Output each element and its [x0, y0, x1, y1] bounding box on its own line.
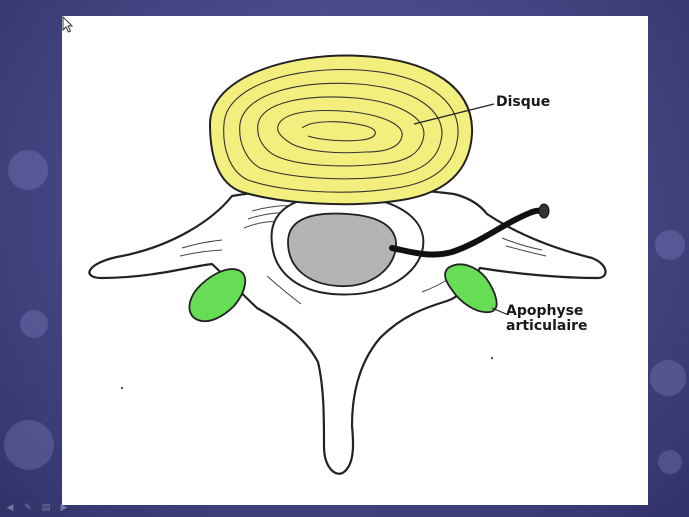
decorative-bubble: [658, 450, 682, 474]
vertebra-diagram: [88, 54, 607, 475]
label-articular-process: Apophyse articulaire: [506, 304, 588, 334]
slide-navigation: ◀ ✎ ▤ ▶: [4, 503, 70, 513]
disc-rings: [223, 68, 459, 193]
decorative-bubble: [4, 420, 54, 470]
arrow-left-icon[interactable]: ◀: [6, 503, 14, 513]
decorative-bubble: [655, 230, 685, 260]
arrow-right-icon[interactable]: ▶: [60, 503, 68, 513]
nerve-end: [538, 203, 550, 219]
articular-process-right: [444, 263, 498, 314]
label-articular-process-line2: articulaire: [506, 318, 588, 334]
diagram-canvas: Disque Apophyse articulaire: [62, 16, 648, 505]
intervertebral-disc: [208, 54, 474, 206]
vertebra-outline: [88, 187, 607, 475]
disc-leader-line: [413, 103, 495, 125]
decorative-bubble: [20, 310, 48, 338]
decorative-bubble: [650, 360, 686, 396]
menu-icon[interactable]: ▤: [41, 503, 51, 513]
speck: [120, 386, 124, 390]
label-articular-process-line1: Apophyse: [506, 303, 584, 319]
articular-process-left: [188, 268, 247, 323]
pen-icon[interactable]: ✎: [24, 503, 32, 513]
spinal-cord: [287, 212, 397, 287]
mouse-pointer-icon: [62, 16, 74, 33]
decorative-bubble: [8, 150, 48, 190]
label-disc: Disque: [496, 94, 551, 110]
facet-leader-line: [491, 307, 507, 315]
speck: [490, 356, 494, 360]
